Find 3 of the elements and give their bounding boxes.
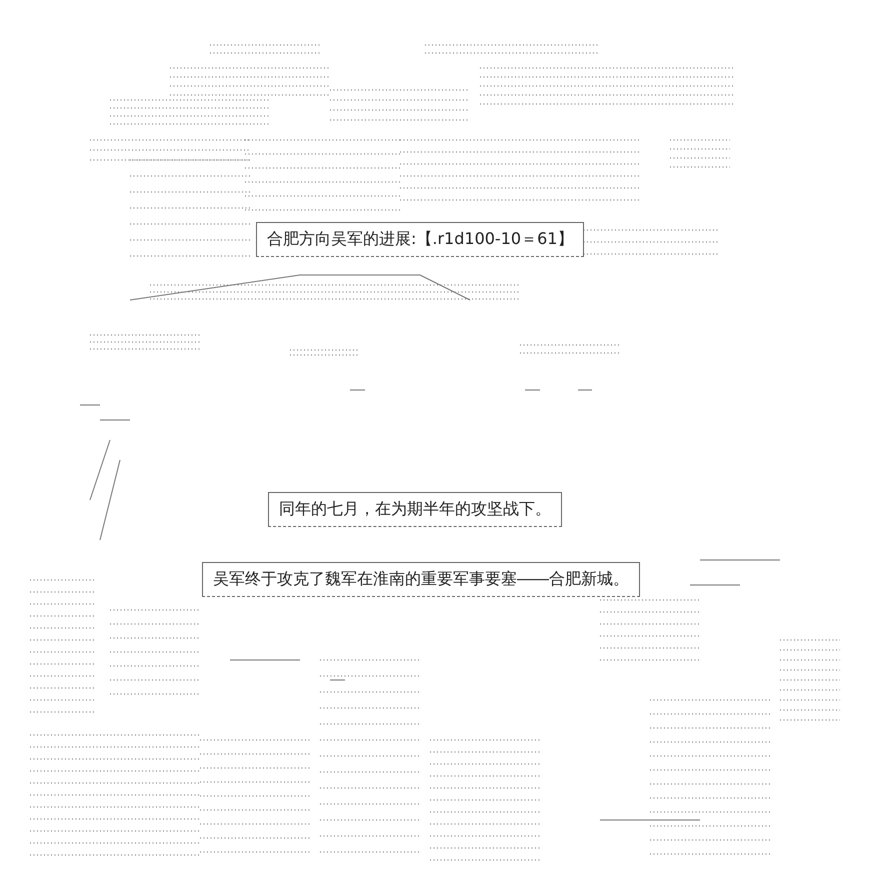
caption-box: 合肥方向吴军的进展:【.r1d100-10＝61】 xyxy=(256,222,584,257)
caption-box: 吴军终于攻克了魏军在淮南的重要军事要塞――合肥新城。 xyxy=(202,562,640,597)
caption-box: 同年的七月，在为期半年的攻坚战下。 xyxy=(268,492,562,527)
